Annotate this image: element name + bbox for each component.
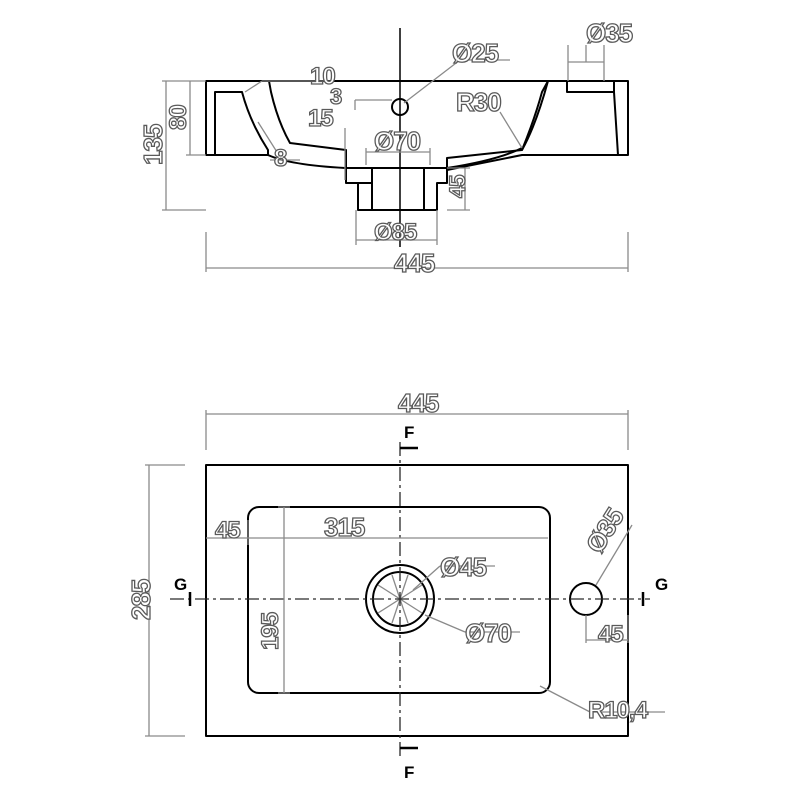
dim-corner-radius: R10,4 xyxy=(588,697,649,724)
plan-dimension-lines xyxy=(145,410,665,737)
dim-drain-70: Ø70 xyxy=(465,618,512,648)
dim-inner-height-80: 80 xyxy=(165,105,192,130)
section-view: Ø25 Ø35 10 3 15 R30 Ø70 8 Ø85 445 80 135… xyxy=(137,17,634,278)
plan-bowl-outline xyxy=(247,506,551,694)
section-dimension-lines xyxy=(162,45,629,272)
dim-total-depth-285: 285 xyxy=(126,579,156,620)
dim-wall-8: 8 xyxy=(274,145,287,172)
dim-plan-width-445: 445 xyxy=(398,388,439,418)
plan-view: F F G G 445 xyxy=(125,387,668,782)
outlet-inner xyxy=(371,167,425,211)
dim-step-3: 3 xyxy=(330,84,342,109)
section-marker-g-left: G xyxy=(174,575,187,594)
dim-overflow-diameter: Ø25 xyxy=(452,38,499,68)
section-marker-g-right: G xyxy=(655,575,668,594)
dim-bowl-depth-195: 195 xyxy=(257,612,284,650)
dim-outlet-height-45: 45 xyxy=(445,175,470,198)
dim-outlet-70: Ø70 xyxy=(374,126,421,156)
dim-total-height-135: 135 xyxy=(138,124,168,165)
section-marker-f-bottom: F xyxy=(404,763,414,782)
dim-section-width-445: 445 xyxy=(394,248,435,278)
dim-bowl-offset-45: 45 xyxy=(215,517,240,544)
basin-right-wall xyxy=(521,80,619,156)
dim-rim-10: 10 xyxy=(310,63,335,90)
dim-outlet-85: Ø85 xyxy=(374,219,417,246)
dim-offset-15: 15 xyxy=(308,105,333,132)
dim-bowl-width-315: 315 xyxy=(324,512,365,542)
plan-outer-outline xyxy=(205,464,629,737)
basin-left-wall xyxy=(205,80,269,156)
dim-tap-diameter-section: Ø35 xyxy=(586,18,633,48)
dim-tap-hole-35: Ø35 xyxy=(580,503,630,558)
overflow-hole xyxy=(391,98,409,116)
dim-tap-offset-45: 45 xyxy=(598,621,623,648)
section-marker-f-top: F xyxy=(404,423,414,442)
basin-section-outline xyxy=(205,80,629,211)
dim-drain-45: Ø45 xyxy=(440,552,487,582)
dim-radius-30: R30 xyxy=(456,87,501,117)
